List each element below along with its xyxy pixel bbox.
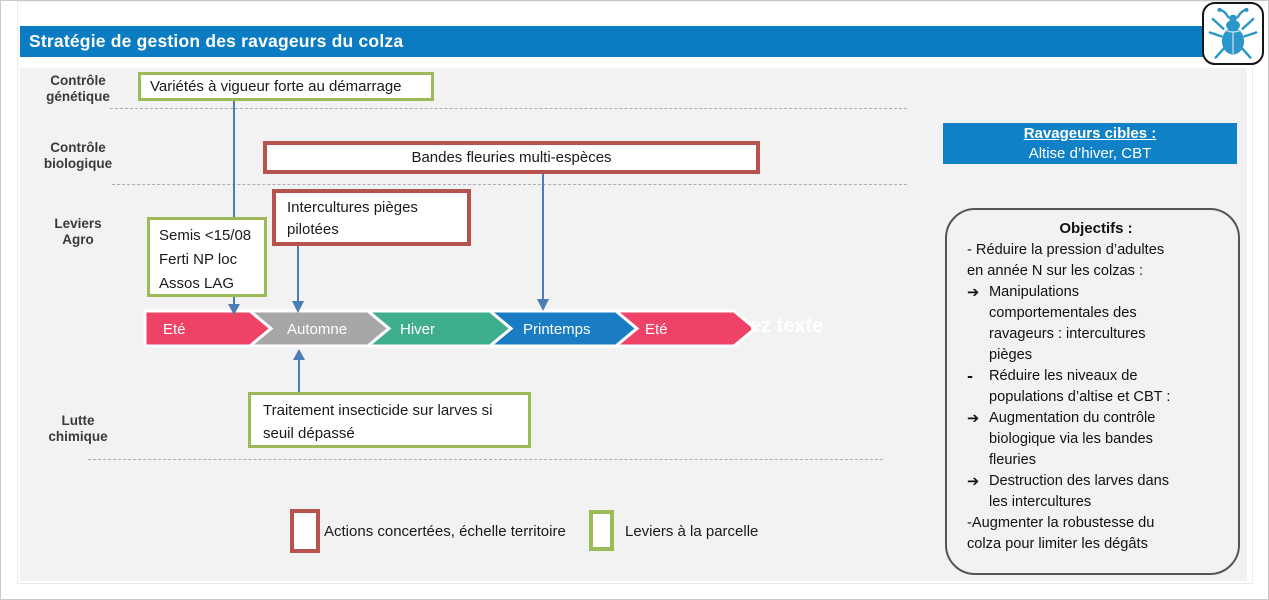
legend-label-parcelle: Leviers à la parcelle <box>625 523 759 540</box>
objectives-panel: Objectifs : - Réduire la pression d’adul… <box>945 208 1240 575</box>
dash-bullet: - <box>967 368 974 385</box>
objective-item: -Augmenter la robustesse du colza pour l… <box>967 515 1155 552</box>
season-label-printemps: Printemps <box>523 321 591 338</box>
arrow-bullet-icon: ➔ <box>967 284 980 301</box>
box-bandes-fleuries: Bandes fleuries multi-espèces <box>263 141 760 174</box>
row-label-leviers-agro: Leviers Agro <box>54 216 102 247</box>
box-varietes-vigueur: Variétés à vigueur forte au démarrage <box>138 72 434 101</box>
page-title: Stratégie de gestion des ravageurs du co… <box>29 31 404 51</box>
objective-item: ➔ Augmentation du contrôle biologique vi… <box>967 408 1225 471</box>
season-label-hiver: Hiver <box>400 321 436 338</box>
row-separator <box>112 184 907 185</box>
target-pests-box: Ravageurs cibles : Altise d’hiver, CBT <box>943 123 1237 164</box>
legend-swatch-parcelle <box>589 510 614 551</box>
slide-frame <box>17 1 1253 584</box>
box-intercultures-pieges: Intercultures pièges pilotées <box>272 189 471 246</box>
season-label-ete-1: Eté <box>163 321 186 338</box>
beetle-icon-glyph <box>1208 7 1258 59</box>
row-label-controle-genetique: Contrôle génétique <box>46 73 110 104</box>
objective-item: ➔ Manipulations comportementales des rav… <box>967 282 1225 366</box>
objective-item: - Réduire la pression d’adultes en année… <box>967 242 1165 279</box>
objectives-title: Objectifs : <box>1059 220 1133 237</box>
box-semis-ferti-assos: Semis <15/08 Ferti NP loc Assos LAG <box>147 217 267 297</box>
objective-item: ➔ Destruction des larves dans les interc… <box>967 471 1225 513</box>
arrow-bullet-icon: ➔ <box>967 473 980 490</box>
objective-item: - Réduire les niveaux de populations d’a… <box>967 366 1225 408</box>
legend-label-territoire: Actions concertées, échelle territoire <box>324 523 566 540</box>
legend-swatch-territoire <box>290 509 320 553</box>
row-label-lutte-chimique: Lutte chimique <box>48 413 108 444</box>
target-pests-title: Ravageurs cibles : <box>1023 125 1157 142</box>
box-traitement-insecticide: Traitement insecticide sur larves si seu… <box>248 392 531 448</box>
beetle-icon <box>1202 2 1264 65</box>
title-bar: Stratégie de gestion des ravageurs du co… <box>20 26 1247 57</box>
placeholder-ghost-text: ez texte <box>750 315 824 337</box>
row-separator <box>88 459 883 460</box>
season-label-ete-2: Eté <box>645 321 668 338</box>
target-pests-text: Altise d’hiver, CBT <box>1028 145 1152 162</box>
season-label-automne: Automne <box>287 321 348 338</box>
row-separator <box>110 108 907 109</box>
row-label-controle-biologique: Contrôle biologique <box>43 140 113 171</box>
arrow-bullet-icon: ➔ <box>967 410 980 427</box>
